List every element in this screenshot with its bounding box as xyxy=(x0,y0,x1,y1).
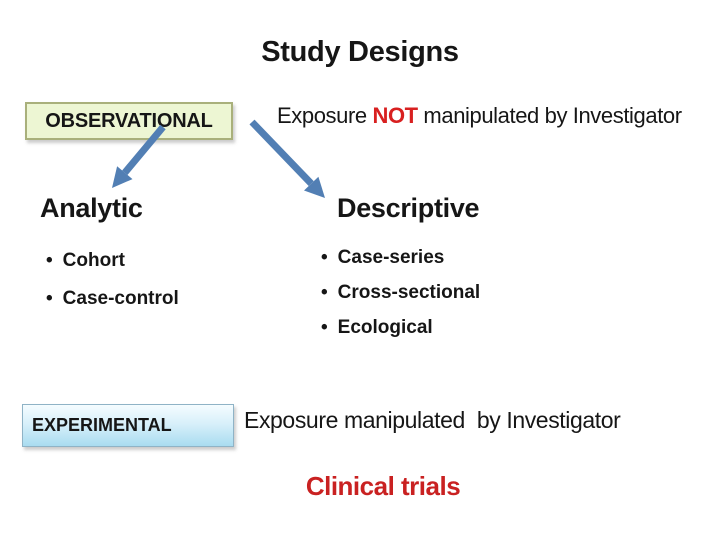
arrow-to-descriptive-icon xyxy=(249,119,325,198)
observational-box: OBSERVATIONAL xyxy=(25,102,233,140)
list-item: Case-series xyxy=(321,247,480,269)
experimental-label: EXPERIMENTAL xyxy=(32,415,172,435)
clinical-trials-note: Clinical trials xyxy=(305,471,461,501)
observational-description-emphasis: NOT xyxy=(372,103,418,128)
experimental-description: Exposure manipulated by Investigator xyxy=(244,407,621,433)
analytic-list: Cohort Case-control xyxy=(46,250,179,326)
descriptive-heading: Descriptive xyxy=(337,193,480,223)
observational-description-prefix: Exposure xyxy=(277,103,373,128)
list-item: Cross-sectional xyxy=(321,282,481,304)
list-item: Cohort xyxy=(46,250,179,272)
list-item: Ecological xyxy=(321,317,480,339)
list-item-label: Cross-sectional xyxy=(337,282,481,303)
experimental-box: EXPERIMENTAL xyxy=(22,404,234,447)
list-item-label: Ecological xyxy=(337,317,433,338)
list-item-label: Case-series xyxy=(337,247,445,268)
arrow-to-analytic-icon xyxy=(112,124,166,188)
observational-label: OBSERVATIONAL xyxy=(45,109,213,132)
list-item-label: Cohort xyxy=(62,250,125,271)
observational-description-suffix: manipulated by Investigator xyxy=(417,103,682,128)
list-item: Case-control xyxy=(46,288,179,310)
observational-description: Exposure NOT manipulated by Investigator xyxy=(277,103,682,129)
list-item-label: Case-control xyxy=(62,288,179,309)
page-title: Study Designs xyxy=(261,36,459,68)
descriptive-list: Case-series Cross-sectional Ecological xyxy=(321,247,481,352)
analytic-heading: Analytic xyxy=(40,193,143,223)
